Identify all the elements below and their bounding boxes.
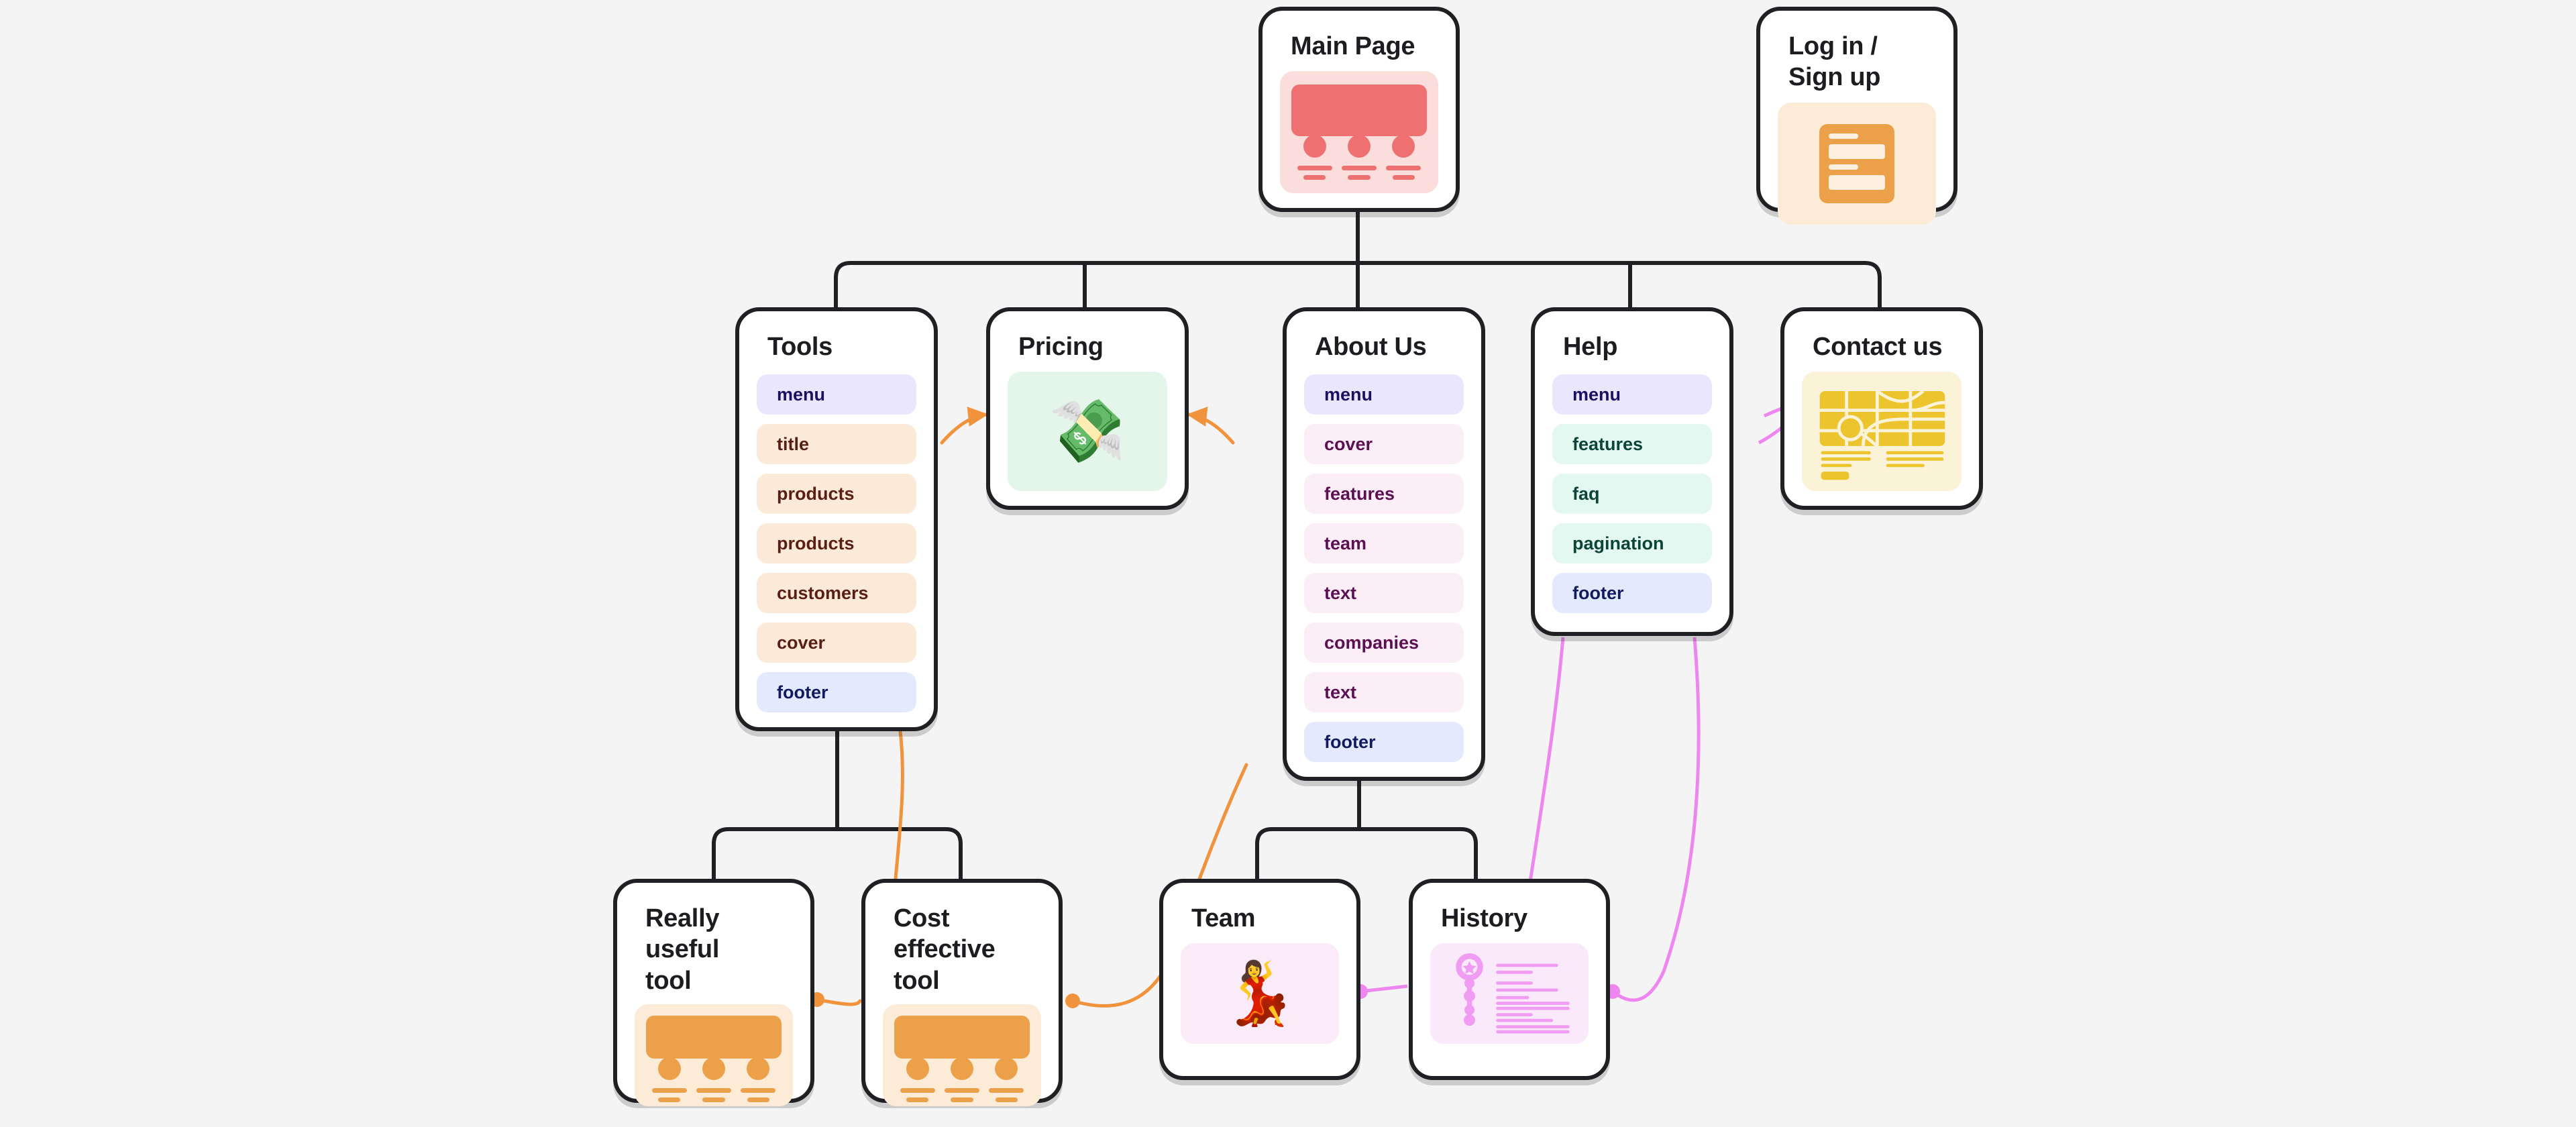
really-useful-tool-preview: [635, 1004, 793, 1107]
list-item[interactable]: features: [1304, 474, 1464, 515]
node-title: History: [1441, 904, 1527, 932]
list-item[interactable]: footer: [757, 672, 916, 713]
cost-effective-tool-preview: [883, 1004, 1041, 1107]
node-title: Help: [1563, 333, 1618, 361]
money-with-wings-emoji: 💸: [1049, 397, 1126, 466]
main-page-preview: [1280, 71, 1438, 194]
node-contact-us[interactable]: Contact us: [1780, 307, 1983, 510]
tools-row-list: menu title products products customers c…: [739, 362, 934, 730]
list-item[interactable]: customers: [757, 573, 916, 614]
list-item[interactable]: companies: [1304, 623, 1464, 663]
node-title: Main Page: [1291, 32, 1415, 60]
contact-preview: [1802, 372, 1962, 492]
list-item[interactable]: footer: [1304, 722, 1464, 763]
list-item[interactable]: cover: [757, 623, 916, 663]
node-title: Team: [1191, 904, 1256, 932]
node-title: Really useful tool: [645, 904, 720, 995]
node-pricing[interactable]: Pricing 💸: [986, 307, 1189, 510]
list-item[interactable]: menu: [1304, 374, 1464, 415]
node-help[interactable]: Help menu features faq pagination footer: [1531, 307, 1733, 636]
timeline-icon: [1430, 943, 1589, 1044]
list-item[interactable]: team: [1304, 523, 1464, 564]
team-preview: 💃: [1181, 943, 1339, 1044]
node-title: Cost effective tool: [894, 904, 996, 995]
list-item[interactable]: products: [757, 474, 916, 515]
list-item[interactable]: pagination: [1552, 523, 1712, 564]
login-preview: [1778, 102, 1936, 225]
node-title: Log in / Sign up: [1788, 32, 1881, 92]
node-title: Contact us: [1813, 333, 1943, 361]
list-item[interactable]: menu: [757, 374, 916, 415]
list-item[interactable]: cover: [1304, 424, 1464, 465]
dancer-emoji: 💃: [1221, 959, 1299, 1028]
node-title: About Us: [1315, 333, 1427, 361]
node-tools[interactable]: Tools menu title products products custo…: [735, 307, 938, 731]
node-really-useful-tool[interactable]: Really useful tool: [613, 879, 814, 1107]
wireframe-hero-icon: [883, 1004, 1041, 1106]
pricing-preview: 💸: [1008, 372, 1167, 492]
list-item[interactable]: title: [757, 424, 916, 465]
node-about-us[interactable]: About Us menu cover features team text c…: [1283, 307, 1485, 781]
list-item[interactable]: faq: [1552, 474, 1712, 515]
wireframe-hero-icon: [635, 1004, 793, 1106]
map-icon: [1802, 372, 1962, 491]
node-main-page[interactable]: Main Page: [1258, 7, 1460, 212]
list-item[interactable]: text: [1304, 672, 1464, 713]
form-icon: [1819, 123, 1894, 203]
node-cost-effective-tool[interactable]: Cost effective tool: [861, 879, 1063, 1107]
node-login-signup[interactable]: Log in / Sign up: [1756, 7, 1957, 225]
help-row-list: menu features faq pagination footer: [1535, 362, 1729, 631]
node-title: Pricing: [1018, 333, 1104, 361]
list-item[interactable]: features: [1552, 424, 1712, 465]
list-item[interactable]: footer: [1552, 573, 1712, 614]
list-item[interactable]: products: [757, 523, 916, 564]
list-item[interactable]: menu: [1552, 374, 1712, 415]
node-history[interactable]: History: [1409, 879, 1610, 1080]
history-preview: [1430, 943, 1589, 1044]
node-team[interactable]: Team 💃: [1159, 879, 1360, 1080]
list-item[interactable]: text: [1304, 573, 1464, 614]
wireframe-hero-icon: [1280, 71, 1438, 193]
about-us-row-list: menu cover features team text companies …: [1287, 362, 1481, 780]
node-title: Tools: [767, 333, 833, 361]
